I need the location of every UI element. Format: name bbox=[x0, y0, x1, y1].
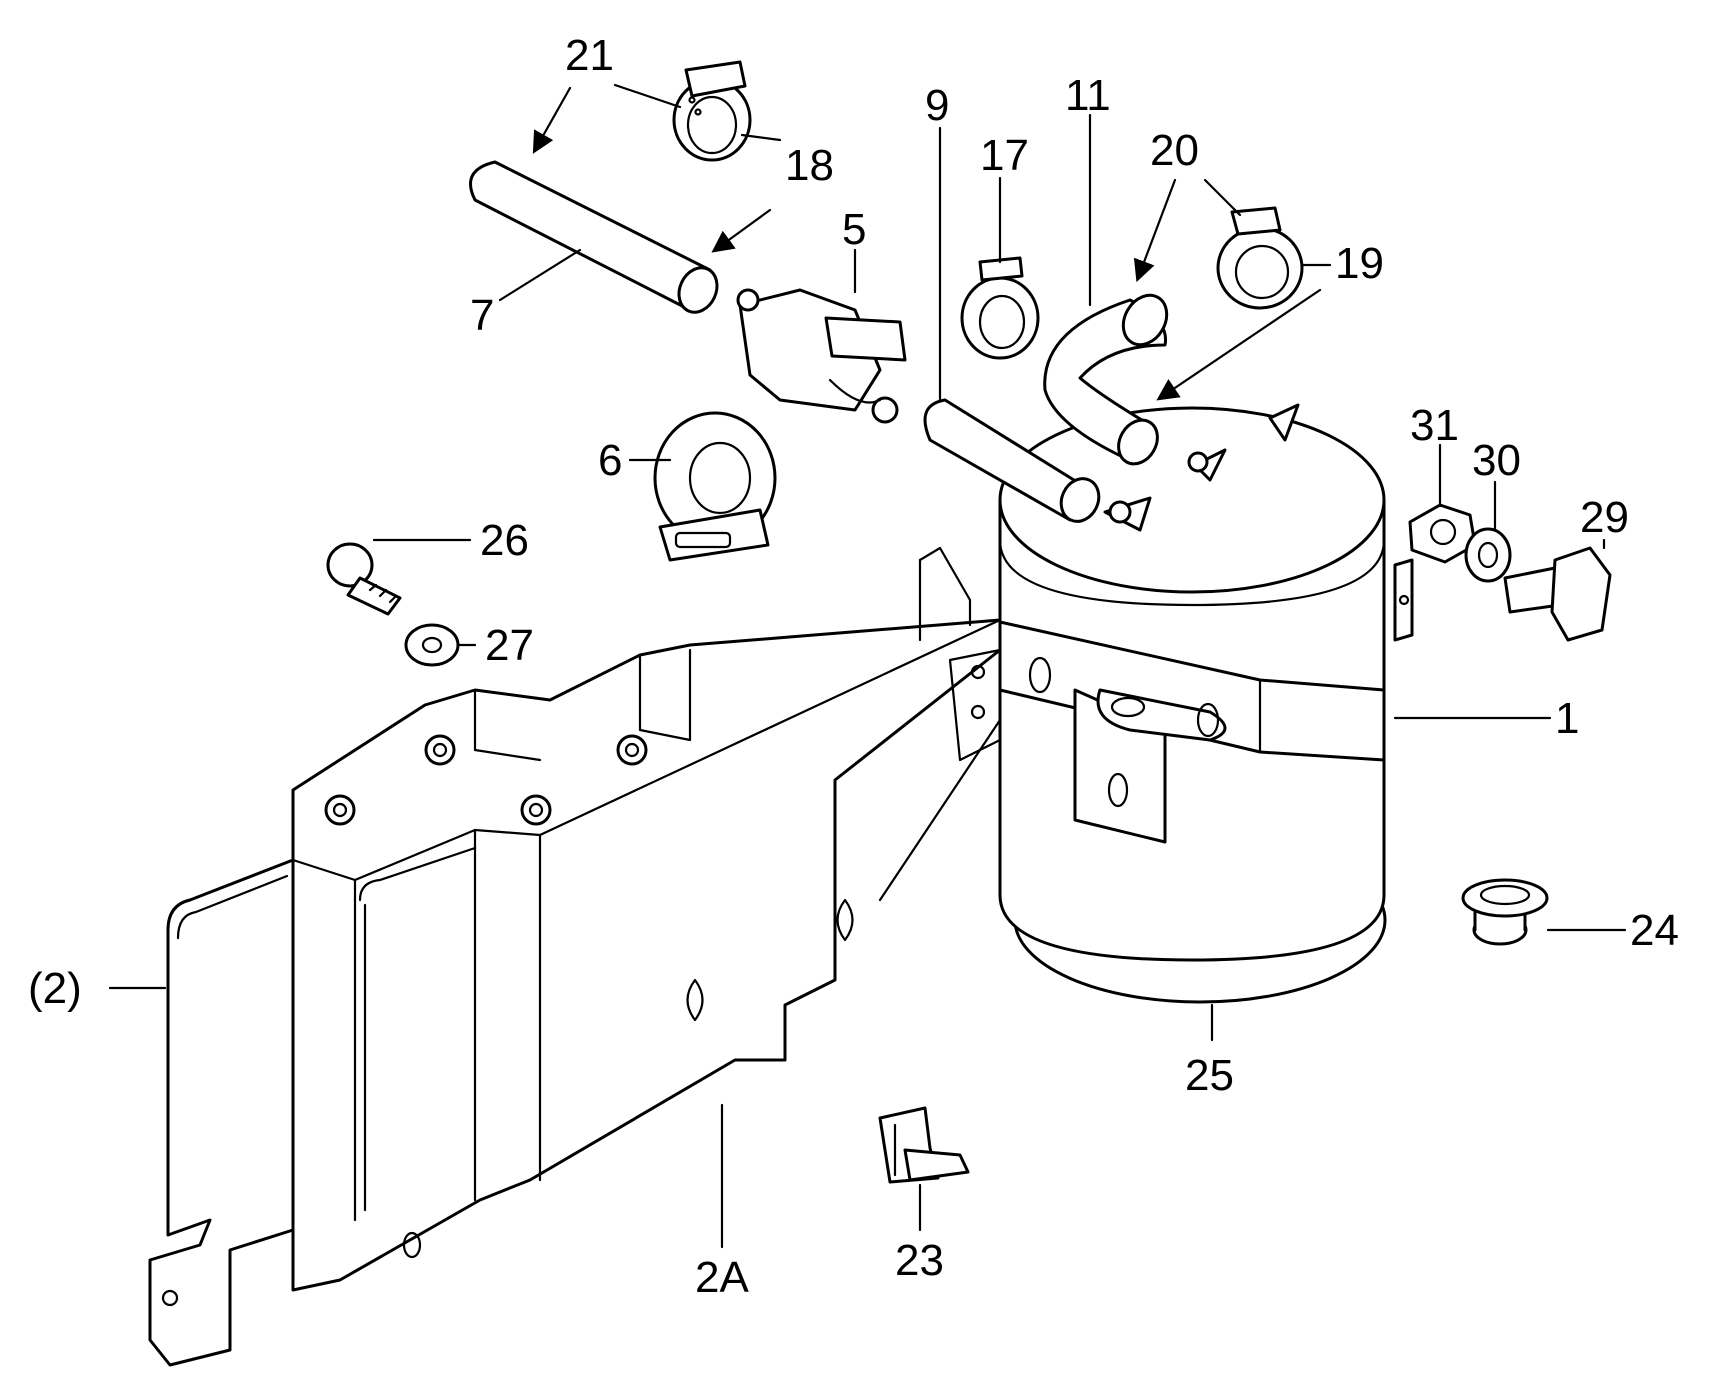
clip-23 bbox=[878, 1106, 970, 1184]
callout-6: 6 bbox=[598, 436, 622, 485]
callout-30: 30 bbox=[1472, 436, 1521, 485]
clamp-17 bbox=[960, 256, 1040, 360]
leader-7 bbox=[498, 248, 582, 302]
leader-2a-upper bbox=[878, 718, 1002, 902]
washer-30 bbox=[1464, 527, 1512, 583]
bolt-26 bbox=[326, 542, 402, 616]
canister-1 bbox=[998, 403, 1414, 962]
callout-labels: 1 (2) 2A 5 6 7 9 11 17 18 19 20 21 23 24… bbox=[28, 31, 1679, 1302]
clamp-20 bbox=[1216, 206, 1304, 310]
leader-lines bbox=[108, 83, 1627, 1249]
callout-20: 20 bbox=[1150, 126, 1199, 175]
callout-11: 11 bbox=[1065, 71, 1111, 120]
leader-20-arrow bbox=[1133, 178, 1177, 283]
grommet-24 bbox=[1461, 878, 1549, 946]
hose-11 bbox=[1043, 293, 1169, 466]
bolt-29 bbox=[1503, 546, 1612, 642]
leader-21-arrow bbox=[532, 86, 572, 154]
callout-1: 1 bbox=[1555, 694, 1579, 743]
callout-21: 21 bbox=[565, 31, 614, 80]
callout-31: 31 bbox=[1410, 401, 1459, 450]
leader-21 bbox=[613, 83, 682, 109]
leader-18 bbox=[740, 133, 782, 142]
callout-2: (2) bbox=[28, 964, 82, 1013]
callout-25: 25 bbox=[1185, 1051, 1234, 1100]
clip-6 bbox=[653, 411, 777, 562]
callout-18: 18 bbox=[785, 141, 834, 190]
washer-27 bbox=[404, 623, 460, 667]
callout-5: 5 bbox=[842, 205, 866, 254]
callout-27: 27 bbox=[485, 621, 534, 670]
bracket-2a bbox=[291, 546, 1002, 1292]
callout-26: 26 bbox=[480, 516, 529, 565]
callout-19: 19 bbox=[1335, 239, 1384, 288]
leader-20 bbox=[1203, 178, 1242, 217]
leader-19-arrow bbox=[1156, 288, 1322, 401]
clamp-21 bbox=[672, 60, 752, 162]
callout-29: 29 bbox=[1580, 493, 1629, 542]
bracket-2 bbox=[148, 858, 295, 1367]
callout-7: 7 bbox=[470, 291, 494, 340]
callout-2a: 2A bbox=[695, 1253, 749, 1302]
callout-9: 9 bbox=[925, 81, 949, 130]
valve-5 bbox=[736, 288, 907, 424]
callout-17: 17 bbox=[980, 131, 1029, 180]
leader-18-arrow bbox=[711, 208, 772, 253]
callout-24: 24 bbox=[1630, 906, 1679, 955]
callout-23: 23 bbox=[895, 1236, 944, 1285]
hose-9 bbox=[923, 398, 1101, 523]
hose-7 bbox=[469, 160, 719, 314]
